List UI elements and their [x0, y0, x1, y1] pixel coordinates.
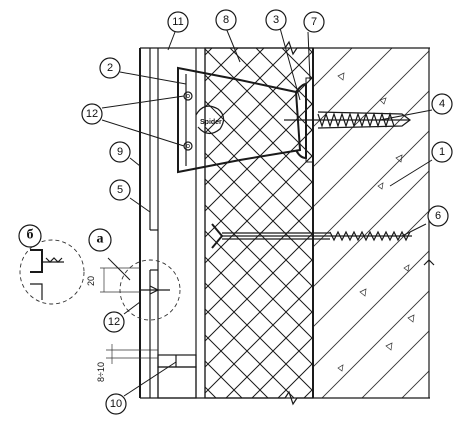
- bracket: Spider: [177, 66, 302, 174]
- callout-12-top: 12: [81, 103, 103, 125]
- callout-7: 7: [303, 11, 325, 33]
- bracket-stamp: Spider: [200, 119, 222, 126]
- svg-text:3: 3: [273, 14, 279, 26]
- joint-fastener: [119, 259, 181, 321]
- anchor-dowel: [284, 111, 411, 129]
- svg-text:12: 12: [86, 108, 98, 120]
- svg-text:1: 1: [439, 146, 445, 158]
- concrete-wall: [312, 48, 435, 398]
- svg-text:6: 6: [435, 210, 441, 222]
- svg-text:а: а: [97, 232, 104, 247]
- svg-text:9: 9: [117, 146, 123, 158]
- dim-8-10-label: 8÷10: [96, 362, 106, 382]
- svg-text:5: 5: [117, 184, 123, 196]
- detail-b: [19, 239, 85, 305]
- callout-2: 2: [99, 57, 121, 79]
- svg-text:8: 8: [223, 14, 229, 26]
- callout-a: а: [88, 228, 112, 252]
- dimension-20: 20: [86, 267, 140, 293]
- callout-6: 6: [427, 205, 449, 227]
- detail-a-circle: [119, 259, 181, 321]
- callout-8: 8: [215, 9, 237, 31]
- svg-text:2: 2: [107, 62, 113, 74]
- callout-5: 5: [109, 179, 131, 201]
- svg-text:10: 10: [110, 398, 122, 410]
- callout-10: 10: [105, 393, 127, 415]
- svg-text:б: б: [27, 228, 34, 243]
- top-break-line: [140, 40, 430, 56]
- callout-1: 1: [431, 141, 453, 163]
- callout-b: б: [18, 224, 42, 248]
- insulation-dowel: [211, 223, 412, 249]
- callout-11: 11: [167, 11, 189, 33]
- callout-4: 4: [431, 93, 453, 115]
- bottom-break-line: [140, 390, 430, 406]
- callout-12-bottom: 12: [103, 311, 125, 333]
- cladding-system: [139, 48, 206, 399]
- dim-20-label: 20: [86, 276, 96, 286]
- dimension-8-10: 8÷10: [96, 344, 158, 382]
- svg-text:7: 7: [311, 16, 317, 28]
- callout-9: 9: [109, 141, 131, 163]
- leader-lines: [101, 27, 433, 397]
- svg-text:11: 11: [172, 16, 183, 28]
- callout-3: 3: [265, 9, 287, 31]
- svg-text:4: 4: [439, 98, 445, 110]
- svg-text:12: 12: [108, 316, 120, 328]
